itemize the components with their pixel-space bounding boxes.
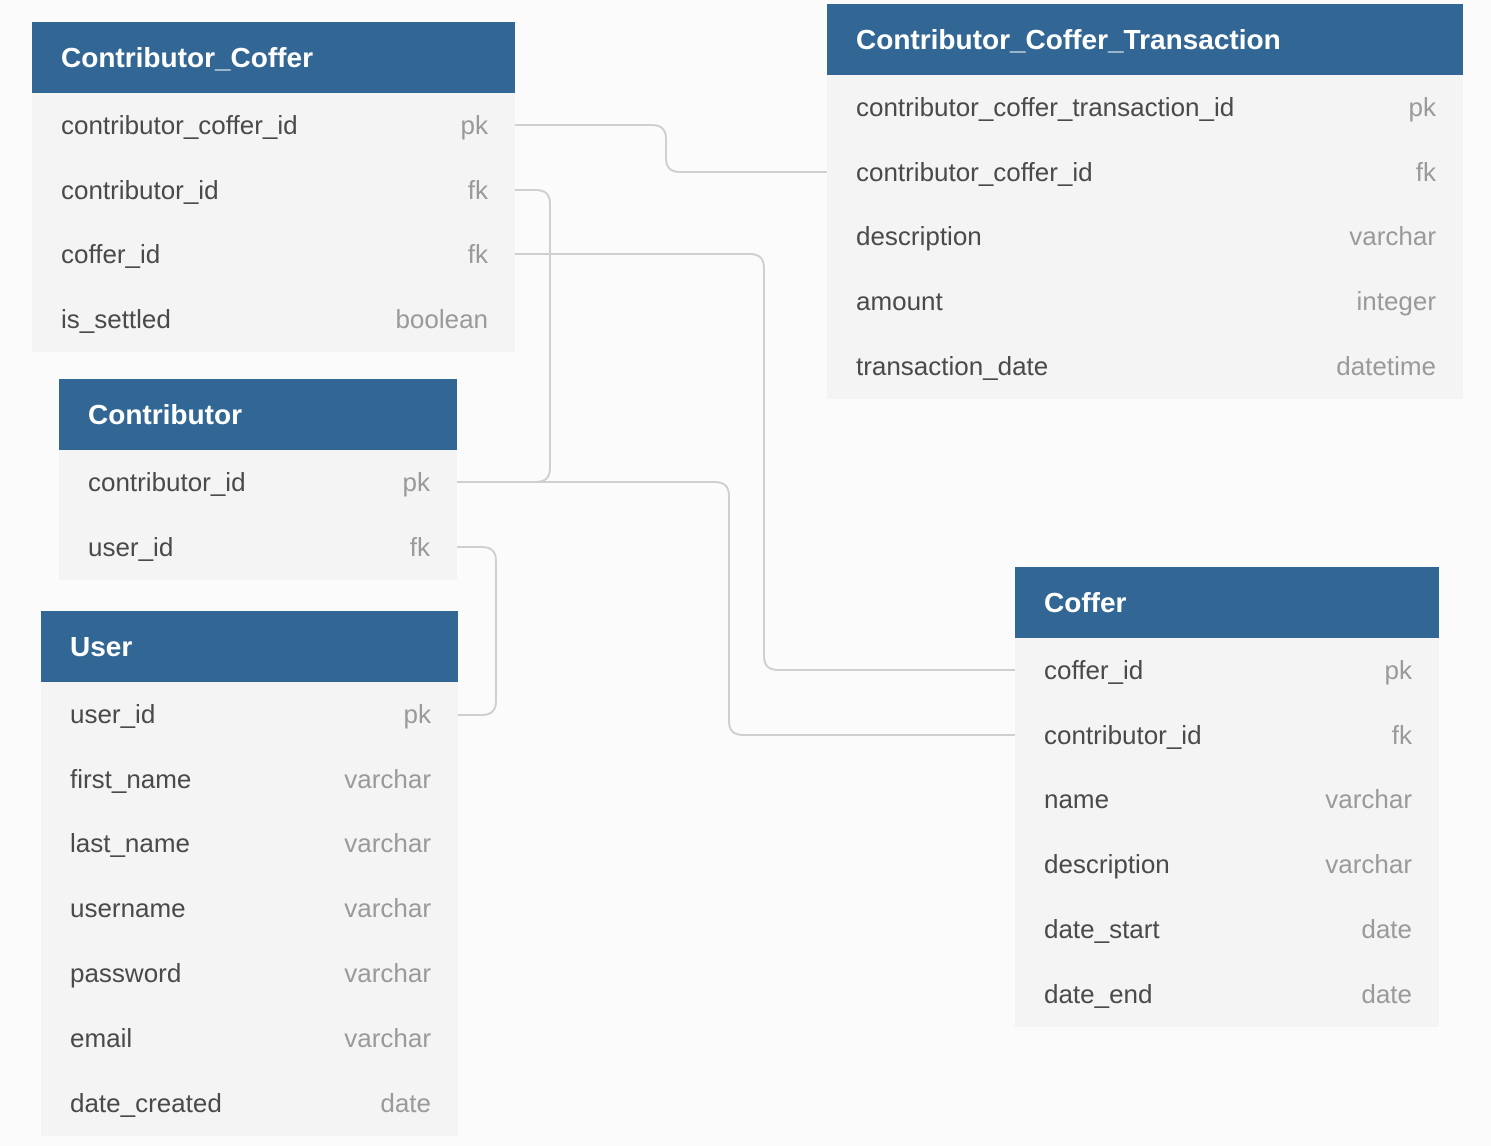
field-row: date_created date <box>41 1071 458 1136</box>
link-contributor-coffer-to-coffer <box>515 253 1015 671</box>
field-row: coffer_id fk <box>32 223 515 288</box>
field-type: fk <box>1391 719 1412 750</box>
field-name: description <box>856 221 982 252</box>
field-row: description varchar <box>827 205 1463 270</box>
field-row: contributor_id fk <box>32 158 515 223</box>
field-name: date_start <box>1044 914 1160 945</box>
field-row: description varchar <box>1015 832 1439 897</box>
field-row: user_id pk <box>41 682 458 747</box>
field-name: contributor_id <box>88 466 246 497</box>
field-type: date <box>1361 978 1412 1009</box>
field-type: integer <box>1356 286 1437 317</box>
field-row: contributor_id pk <box>59 450 457 515</box>
field-type: boolean <box>395 304 488 335</box>
field-name: coffer_id <box>1044 654 1144 685</box>
field-name: date_created <box>70 1087 222 1118</box>
field-row: last_name varchar <box>41 812 458 877</box>
field-type: varchar <box>1349 221 1436 252</box>
field-type: fk <box>1415 156 1436 187</box>
field-row: email varchar <box>41 1006 458 1071</box>
field-row: user_id fk <box>59 515 457 580</box>
field-name: contributor_id <box>1044 719 1202 750</box>
field-name: description <box>1044 849 1170 880</box>
link-contributor-to-coffer <box>457 481 1015 736</box>
field-name: last_name <box>70 828 190 859</box>
field-name: contributor_coffer_id <box>856 156 1093 187</box>
field-name: email <box>70 1022 133 1053</box>
field-name: contributor_id <box>61 174 219 205</box>
field-type: varchar <box>344 1022 431 1053</box>
field-type: varchar <box>1325 784 1412 815</box>
table-header: Coffer <box>1015 567 1439 638</box>
field-row: username varchar <box>41 876 458 941</box>
field-type: pk <box>402 466 430 497</box>
field-type: date <box>1361 914 1412 945</box>
link-contributor-to-user <box>457 546 497 716</box>
field-row: date_end date <box>1015 962 1439 1027</box>
field-type: varchar <box>344 893 431 924</box>
field-name: username <box>70 893 186 924</box>
field-name: is_settled <box>61 304 171 335</box>
field-name: contributor_coffer_id <box>61 109 298 140</box>
field-name: password <box>70 958 182 989</box>
field-type: fk <box>467 174 488 205</box>
field-type: fk <box>409 531 430 562</box>
field-row: contributor_coffer_id pk <box>32 93 515 158</box>
field-name: contributor_coffer_transaction_id <box>856 91 1235 122</box>
field-row: contributor_coffer_id fk <box>827 140 1463 205</box>
field-row: is_settled boolean <box>32 287 515 352</box>
table-header: Contributor_Coffer <box>32 22 515 93</box>
field-type: varchar <box>1325 849 1412 880</box>
field-name: name <box>1044 784 1110 815</box>
table-contributor-coffer[interactable]: Contributor_Coffer contributor_coffer_id… <box>32 22 515 353</box>
table-header: Contributor_Coffer_Transaction <box>827 4 1463 75</box>
field-type: datetime <box>1336 351 1436 382</box>
field-type: pk <box>460 109 488 140</box>
field-name: date_end <box>1044 978 1153 1009</box>
field-type: date <box>380 1087 431 1118</box>
field-name: amount <box>856 286 943 317</box>
field-row: first_name varchar <box>41 747 458 812</box>
field-name: coffer_id <box>61 239 161 270</box>
field-name: transaction_date <box>856 351 1049 382</box>
field-name: first_name <box>70 763 192 794</box>
field-row: amount integer <box>827 269 1463 334</box>
field-type: pk <box>403 698 431 729</box>
field-type: varchar <box>344 828 431 859</box>
field-type: pk <box>1408 91 1436 122</box>
field-row: date_start date <box>1015 897 1439 962</box>
field-row: name varchar <box>1015 768 1439 833</box>
table-header: Contributor <box>59 379 457 450</box>
field-type: varchar <box>344 958 431 989</box>
field-type: fk <box>467 239 488 270</box>
table-header: User <box>41 611 458 682</box>
field-name: user_id <box>88 531 174 562</box>
link-contributor-coffer-to-transaction <box>515 124 827 173</box>
field-row: transaction_date datetime <box>827 334 1463 399</box>
field-row: contributor_coffer_transaction_id pk <box>827 75 1463 140</box>
field-row: contributor_id fk <box>1015 703 1439 768</box>
table-contributor-coffer-transaction[interactable]: Contributor_Coffer_Transaction contribut… <box>827 4 1463 399</box>
table-coffer[interactable]: Coffer coffer_id pk contributor_id fk name… <box>1015 567 1439 1027</box>
field-row: password varchar <box>41 941 458 1006</box>
field-row: coffer_id pk <box>1015 638 1439 703</box>
table-contributor[interactable]: Contributor contributor_id pk user_id fk <box>59 379 457 580</box>
field-type: varchar <box>344 763 431 794</box>
field-type: pk <box>1384 654 1412 685</box>
field-name: user_id <box>70 698 156 729</box>
